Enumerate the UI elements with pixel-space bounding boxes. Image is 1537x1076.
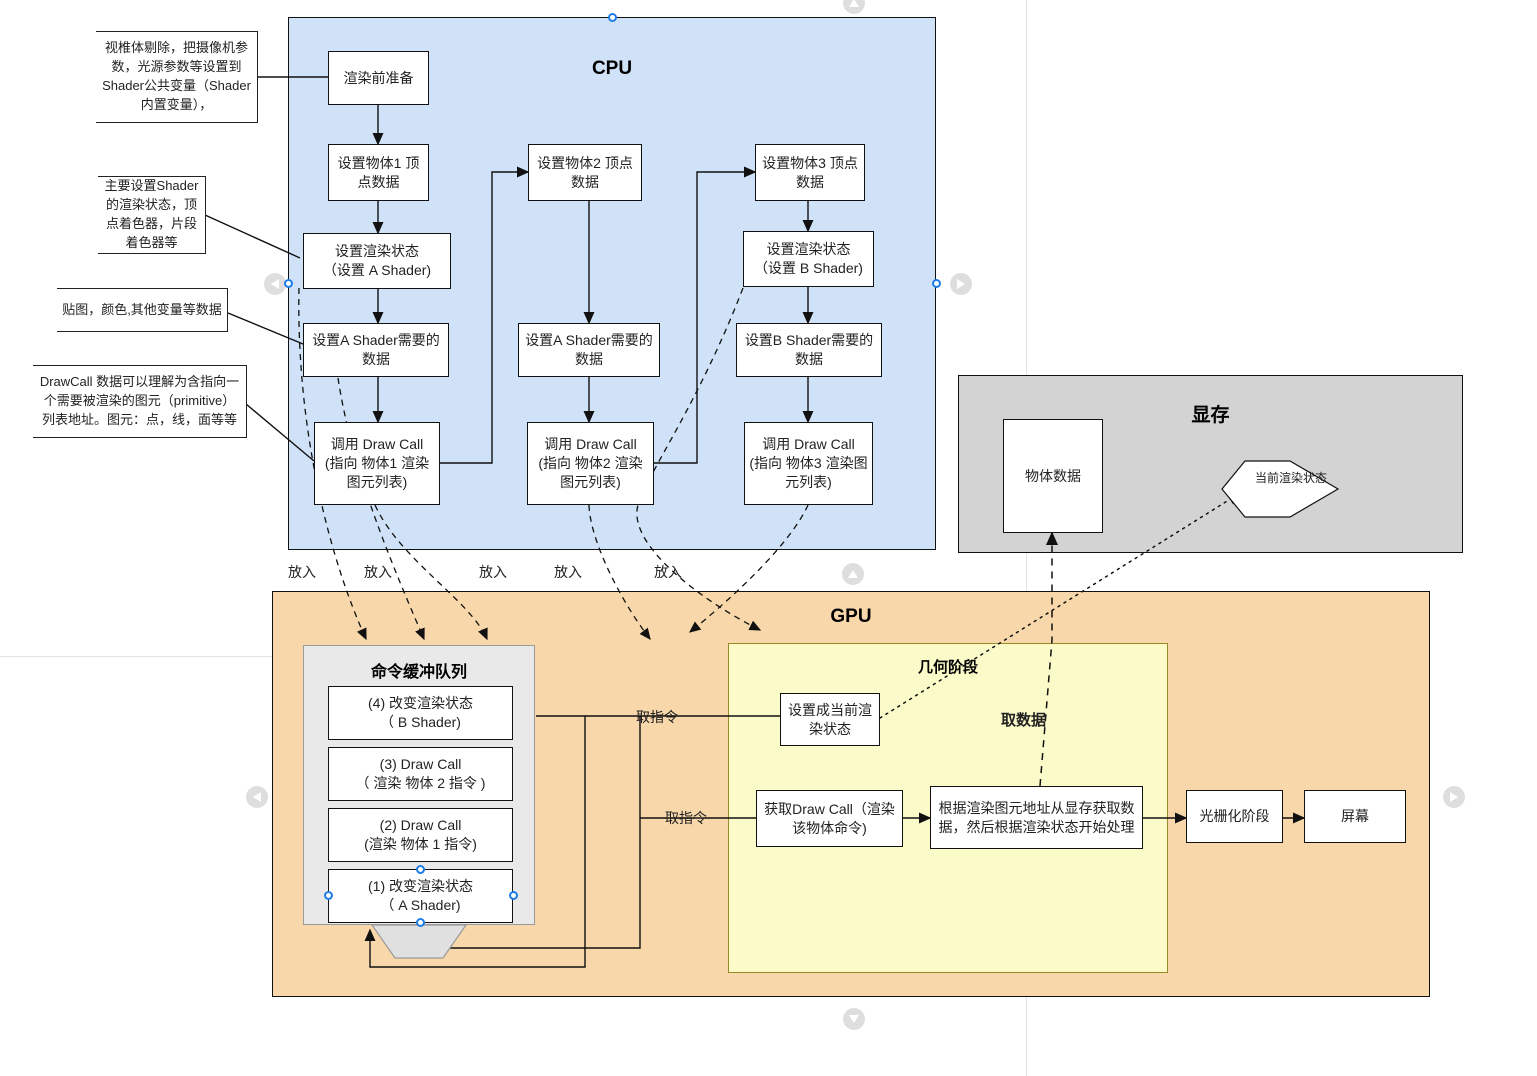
panel-cpu-title: CPU	[591, 58, 633, 79]
node-prepare[interactable]: 渲染前准备	[328, 51, 429, 105]
node-fetch-drawcall[interactable]: 获取Draw Call（渲染该物体命令)	[756, 790, 903, 847]
edge-label-fetch-data: 取数据	[1001, 712, 1047, 729]
node-shader-b-data[interactable]: 设置B Shader需要的数据	[736, 323, 882, 377]
selection-handle-cpu-right[interactable]	[932, 279, 941, 288]
node-drawcall-3[interactable]: 调用 Draw Call (指向 物体3 渲染图元列表)	[744, 422, 873, 505]
queue-item-4[interactable]: (4) 改变渲染状态 （ B Shader)	[328, 686, 513, 740]
nav-arrow-right-gpu[interactable]	[1443, 786, 1465, 808]
edge-label-put-in-1: 放入	[288, 564, 316, 580]
node-rasterize[interactable]: 光栅化阶段	[1186, 790, 1283, 843]
node-shader-a-data-1[interactable]: 设置A Shader需要的数据	[303, 323, 449, 377]
panel-geometry-title: 几何阶段	[917, 659, 978, 676]
queue-item-1[interactable]: (1) 改变渲染状态 （ A Shader)	[328, 869, 513, 923]
note-drawcall: DrawCall 数据可以理解为含指向一个需要被渲染的图元（primitive）…	[33, 365, 247, 438]
edge-label-put-in-3: 放入	[479, 564, 507, 580]
note-frustum-culling: 视椎体剔除，把摄像机参数，光源参数等设置到Shader公共变量（Shader内置…	[96, 31, 258, 123]
node-current-render-state[interactable]: 当前渲染状态	[1254, 471, 1327, 485]
node-screen[interactable]: 屏幕	[1304, 790, 1406, 843]
selection-handle-queue-item-1-right[interactable]	[509, 891, 518, 900]
selection-handle-queue-item-1-top[interactable]	[416, 865, 425, 874]
node-render-state-a[interactable]: 设置渲染状态 （设置 A Shader)	[303, 233, 451, 289]
node-set-current-state[interactable]: 设置成当前渲染状态	[780, 693, 880, 746]
node-obj3-vertex[interactable]: 设置物体3 顶点数据	[755, 144, 865, 201]
panel-gpu-title: GPU	[830, 606, 872, 627]
edge-label-put-in-5: 放入	[654, 564, 682, 580]
note-shader-state: 主要设置Shader的渲染状态，顶点着色器，片段着色器等	[98, 176, 206, 254]
selection-handle-cpu-left[interactable]	[284, 279, 293, 288]
node-render-state-b[interactable]: 设置渲染状态 （设置 B Shader)	[743, 231, 874, 287]
edge-label-put-in-4: 放入	[554, 564, 582, 580]
nav-arrow-right-cpu[interactable]	[950, 273, 972, 295]
panel-command-queue-title: 命令缓冲队列	[370, 664, 467, 681]
page-break-horizontal	[0, 656, 286, 657]
node-obj1-vertex[interactable]: 设置物体1 顶点数据	[328, 144, 429, 201]
nav-arrow-left-gpu[interactable]	[246, 786, 268, 808]
node-object-data[interactable]: 物体数据	[1003, 419, 1103, 533]
node-fetch-from-vram[interactable]: 根据渲染图元地址从显存获取数据，然后根据渲染状态开始处理	[930, 786, 1143, 849]
selection-handle-queue-item-1-left[interactable]	[324, 891, 333, 900]
nav-arrow-left-cpu[interactable]	[264, 273, 286, 295]
queue-item-3[interactable]: (3) Draw Call （ 渲染 物体 2 指令 )	[328, 747, 513, 801]
node-shader-a-data-2[interactable]: 设置A Shader需要的数据	[518, 323, 660, 377]
note-texture-color: 贴图，颜色,其他变量等数据	[57, 288, 228, 332]
node-drawcall-1[interactable]: 调用 Draw Call (指向 物体1 渲染图元列表)	[314, 422, 440, 505]
panel-vram-title: 显存	[1191, 405, 1230, 426]
nav-arrow-up-cpu[interactable]	[842, 563, 864, 585]
selection-handle-cpu-top[interactable]	[608, 13, 617, 22]
nav-arrow-up-top[interactable]	[843, 0, 865, 14]
node-obj2-vertex[interactable]: 设置物体2 顶点数据	[528, 144, 642, 201]
edge-label-fetch-instruction-2: 取指令	[665, 810, 707, 826]
edge-label-fetch-instruction-1: 取指令	[636, 709, 678, 725]
queue-item-2[interactable]: (2) Draw Call (渲染 物体 1 指令)	[328, 808, 513, 862]
edge-label-put-in-2: 放入	[364, 564, 392, 580]
node-drawcall-2[interactable]: 调用 Draw Call (指向 物体2 渲染图元列表)	[527, 422, 654, 505]
nav-arrow-down-gpu[interactable]	[843, 1008, 865, 1030]
selection-handle-queue-item-1-bottom[interactable]	[416, 918, 425, 927]
